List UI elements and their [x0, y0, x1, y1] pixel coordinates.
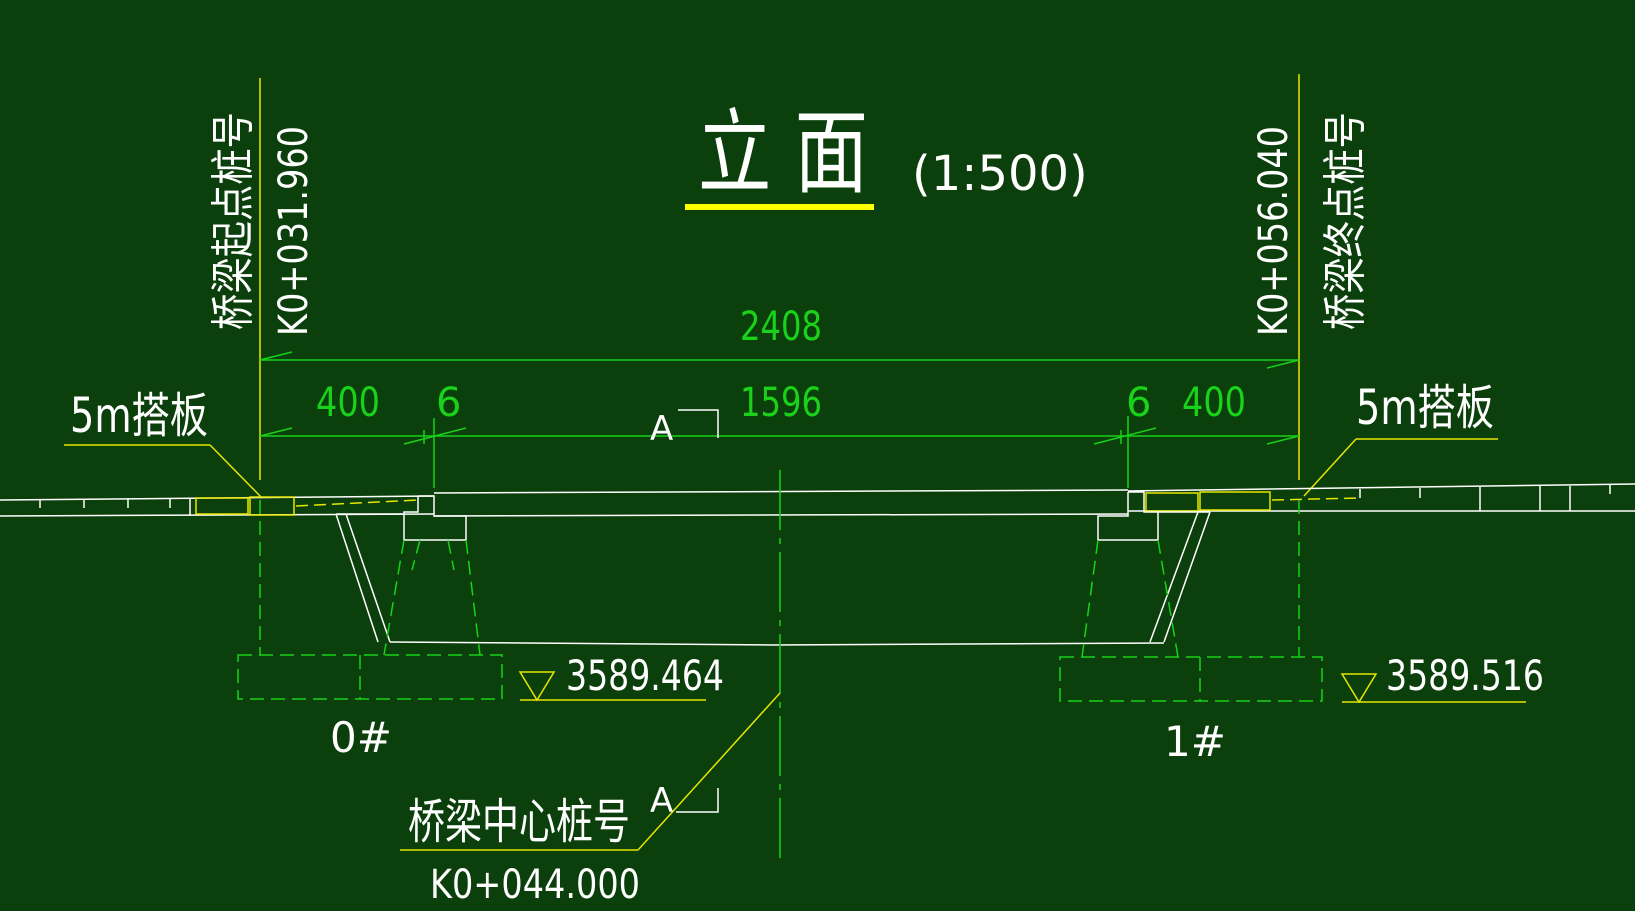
end-station-value: K0+056.040	[1251, 126, 1297, 336]
drawing-title: 立 面	[698, 100, 868, 207]
right-pier-label: 1#	[1164, 717, 1226, 766]
start-station-value: K0+031.960	[271, 126, 317, 336]
section-mark-bottom	[676, 788, 719, 813]
dim-right-gap: 6	[1126, 380, 1151, 426]
dim-right-approach: 400	[1182, 380, 1246, 426]
dim-left-gap: 6	[436, 380, 461, 426]
dim-span: 1596	[740, 380, 822, 426]
left-elevation-value: 3589.464	[566, 651, 724, 700]
dim-left-approach: 400	[316, 380, 380, 426]
section-mark-top	[678, 409, 719, 438]
end-station-label: 桥梁终点桩号	[1320, 112, 1371, 330]
left-pier-label: 0#	[330, 713, 392, 762]
center-station-label: 桥梁中心桩号	[408, 794, 630, 850]
section-mark-top-label: A	[650, 409, 673, 449]
right-elevation-mark	[1340, 673, 1526, 704]
right-approach-slab-leader-diag	[1303, 438, 1357, 497]
foundations	[237, 500, 1323, 702]
approach-slabs	[195, 491, 1361, 516]
start-station-label: 桥梁起点桩号	[208, 112, 259, 330]
center-station-leader	[400, 692, 781, 851]
road-deck	[0, 483, 1635, 517]
dimension-lines	[259, 351, 1300, 488]
section-mark-bottom-label: A	[650, 781, 673, 821]
left-abutment	[335, 495, 773, 646]
right-abutment	[771, 491, 1211, 646]
right-approach-slab-label: 5m搭板	[1356, 380, 1494, 436]
center-station-value: K0+044.000	[430, 862, 640, 908]
dim-total: 2408	[740, 304, 822, 350]
drawing-scale: (1:500)	[912, 146, 1088, 202]
left-approach-slab-leader-diag	[209, 444, 263, 499]
left-elevation-mark	[518, 671, 706, 702]
left-approach-slab-label: 5m搭板	[70, 388, 208, 444]
right-elevation-value: 3589.516	[1386, 651, 1544, 700]
